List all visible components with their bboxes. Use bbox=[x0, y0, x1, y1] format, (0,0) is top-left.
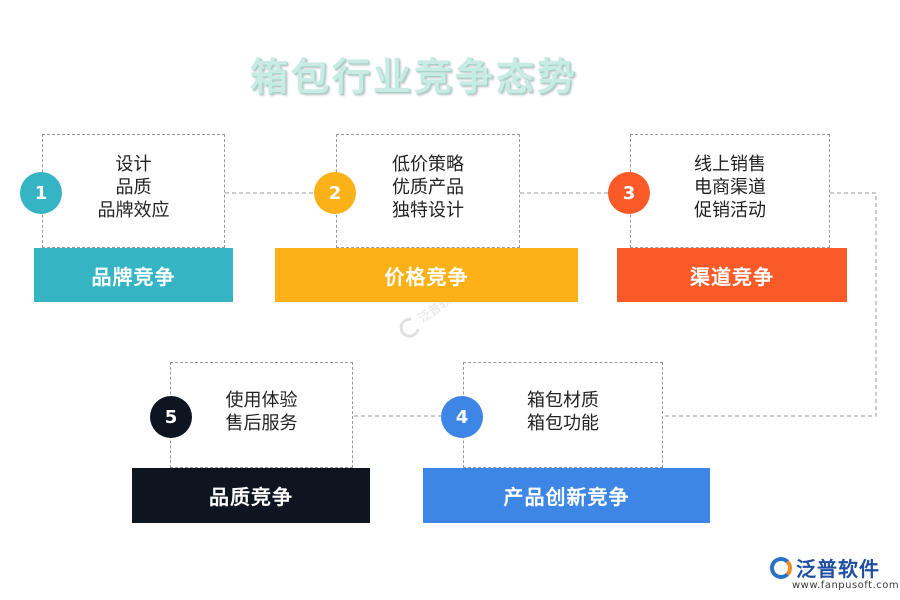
label-price-competition: 价格竞争 bbox=[275, 248, 578, 302]
step-badge-3: 3 bbox=[608, 172, 650, 214]
card-line: 品质 bbox=[115, 177, 152, 198]
card-quality-text: 使用体验 售后服务 bbox=[171, 389, 352, 435]
card-line: 线上销售 bbox=[694, 154, 766, 175]
card-quality: 使用体验 售后服务 bbox=[170, 362, 353, 468]
step-badge-2: 2 bbox=[314, 172, 356, 214]
step-badge-1: 1 bbox=[20, 172, 62, 214]
card-line: 低价策略 bbox=[392, 154, 464, 175]
card-line: 品牌效应 bbox=[97, 200, 170, 221]
step-badge-4: 4 bbox=[441, 396, 483, 438]
connector-3-4 bbox=[663, 192, 877, 417]
card-line: 使用体验 bbox=[225, 390, 298, 411]
card-price: 低价策略 优质产品 独特设计 bbox=[336, 134, 520, 248]
card-line: 促销活动 bbox=[694, 200, 766, 221]
card-line: 售后服务 bbox=[225, 413, 298, 434]
brand-url: www.fanpusoft.com bbox=[792, 580, 900, 591]
label-channel-competition: 渠道竞争 bbox=[617, 248, 847, 302]
card-line: 箱包材质 bbox=[527, 390, 599, 411]
card-channel-text: 线上销售 电商渠道 促销活动 bbox=[631, 153, 829, 222]
label-brand-competition: 品牌竞争 bbox=[34, 248, 233, 302]
card-line: 电商渠道 bbox=[694, 177, 766, 198]
card-price-text: 低价策略 优质产品 独特设计 bbox=[337, 153, 519, 222]
step-badge-5: 5 bbox=[150, 396, 192, 438]
card-line: 独特设计 bbox=[392, 200, 464, 221]
page-title: 箱包行业竞争态势 bbox=[250, 55, 579, 99]
brand-name: 泛普软件 bbox=[796, 557, 880, 581]
card-line: 箱包功能 bbox=[527, 413, 599, 434]
card-channel: 线上销售 电商渠道 促销活动 bbox=[630, 134, 830, 248]
card-innovation-text: 箱包材质 箱包功能 bbox=[464, 389, 662, 435]
brand-logo: 泛普软件 bbox=[770, 553, 880, 582]
label-innovation-competition: 产品创新竞争 bbox=[423, 468, 710, 523]
card-innovation: 箱包材质 箱包功能 bbox=[463, 362, 663, 468]
card-line: 优质产品 bbox=[392, 177, 464, 198]
card-line: 设计 bbox=[115, 154, 152, 175]
card-brand: 设计 品质 品牌效应 bbox=[42, 134, 225, 248]
card-brand-text: 设计 品质 品牌效应 bbox=[43, 153, 224, 222]
fanpu-logo-icon bbox=[770, 556, 792, 579]
label-quality-competition: 品质竞争 bbox=[132, 468, 370, 523]
